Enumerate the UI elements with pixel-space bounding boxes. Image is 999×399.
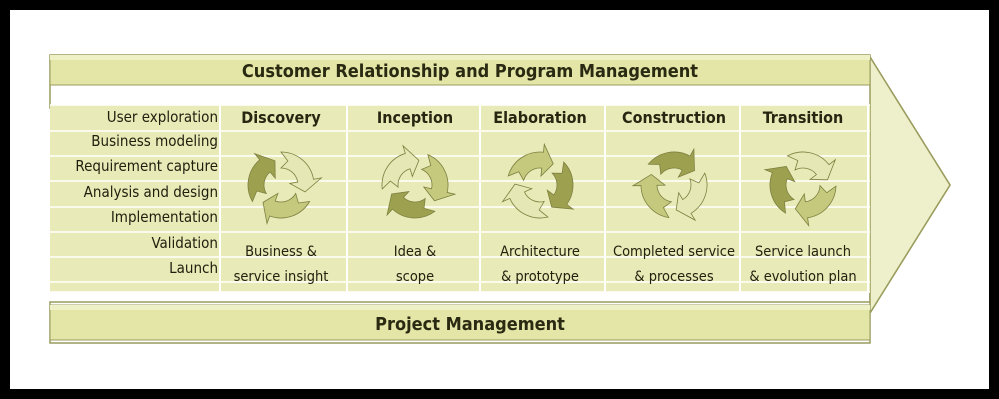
activity-label: Implementation <box>111 208 218 226</box>
cycle-arrow-segment <box>247 152 276 203</box>
cycle-arrow-segment <box>675 172 708 222</box>
top-band-title: Customer Relationship and Program Manage… <box>242 61 698 82</box>
phase-title-discovery: Discovery <box>241 108 321 127</box>
phase-output-line1: Idea & <box>394 244 436 260</box>
cycle-arrow-segment <box>501 183 549 219</box>
cycle-arrow-segment <box>647 147 695 178</box>
activity-label: User exploration <box>107 108 218 126</box>
column-lines <box>219 105 869 292</box>
activity-label: Requirement capture <box>75 157 218 175</box>
cycle-arrow-segment <box>420 153 457 202</box>
cycle-arrows-icon <box>631 147 708 222</box>
cycle-arrow-segment <box>631 173 673 219</box>
process-diagram: Customer Relationship and Program Manage… <box>49 54 951 344</box>
phase-title-construction: Construction <box>622 108 726 127</box>
phase-output-line2: & processes <box>634 269 713 285</box>
phase-output-line1: Service launch <box>755 244 851 260</box>
arrow-head <box>869 54 951 316</box>
cycle-arrow-segment <box>786 151 837 181</box>
phase-title-transition: Transition <box>763 108 844 127</box>
cycle-arrow-segment <box>381 144 420 190</box>
phase-title-elaboration: Elaboration <box>493 108 586 127</box>
cycle-arrow-segment <box>546 161 575 210</box>
phase-output-line2: & evolution plan <box>749 269 856 285</box>
activity-labels: User exploration Business modeling Requi… <box>75 108 218 277</box>
cycle-arrows-icon <box>763 151 837 227</box>
cycle-arrows-icon <box>247 151 323 226</box>
phase-output-line2: scope <box>396 269 434 285</box>
cycle-arrow-segment <box>763 165 796 214</box>
phase-output-line1: Business & <box>245 244 317 260</box>
bottom-band: Project Management <box>49 304 871 341</box>
phase-output-line2: & prototype <box>501 269 579 285</box>
cycle-arrow-segment <box>507 142 554 182</box>
cycle-arrow-segment <box>386 191 436 219</box>
phase-title-inception: Inception <box>377 108 453 127</box>
phase-output-line1: Completed service <box>613 244 735 260</box>
phase-grid <box>50 104 870 293</box>
phase-outputs: Business & service insight Idea & scope … <box>234 244 857 285</box>
activity-label: Business modeling <box>91 132 218 150</box>
phase-output-line1: Architecture <box>500 244 580 260</box>
bottom-band-title: Project Management <box>375 314 565 335</box>
diagram-frame: Customer Relationship and Program Manage… <box>10 10 989 389</box>
phase-output-line2: service insight <box>234 269 329 285</box>
cycle-arrows-icon <box>501 142 575 219</box>
row-lines <box>50 104 870 293</box>
activity-label: Analysis and design <box>84 183 218 201</box>
cycle-arrow-segment <box>262 192 311 226</box>
cycle-arrow-segment <box>280 151 323 193</box>
phase-titles: Discovery Inception Elaboration Construc… <box>241 108 843 127</box>
top-band: Customer Relationship and Program Manage… <box>49 54 871 86</box>
cycle-icons <box>247 142 837 227</box>
cycle-arrows-icon <box>381 144 457 219</box>
activity-label: Validation <box>151 234 218 252</box>
activity-label: Launch <box>169 259 218 277</box>
cycle-arrow-segment <box>794 184 837 227</box>
